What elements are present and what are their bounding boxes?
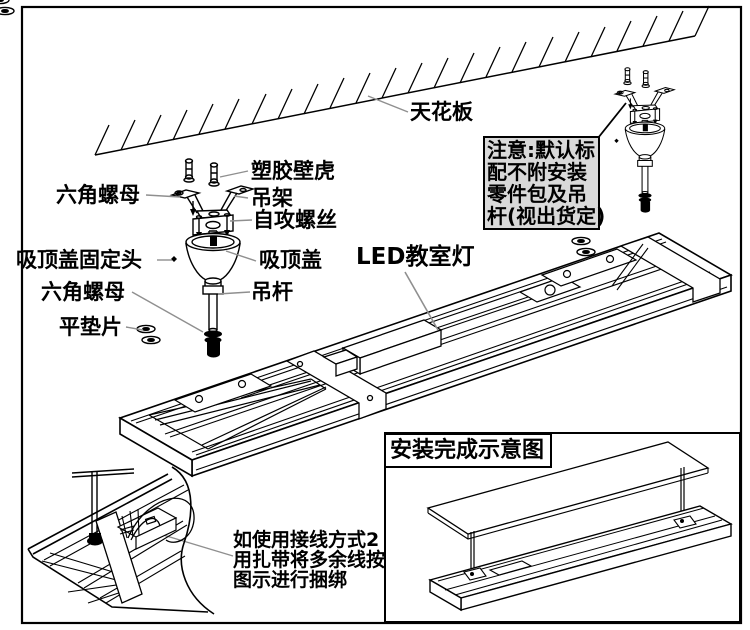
label-ceiling: 天花板	[410, 100, 473, 124]
label-hex-nut-bottom: 六角螺母	[41, 280, 125, 304]
completed-installation-title: 安装完成示意图	[384, 433, 552, 468]
leader-lines	[125, 95, 627, 557]
left-strap	[285, 350, 387, 420]
wiring-instruction: 如使用接线方式2 用扎带将多余线按 图示进行捆绑	[233, 530, 385, 590]
detail-wires	[119, 497, 195, 543]
suspension-assembly-right	[613, 67, 675, 214]
label-ceiling-cover: 吸顶盖	[259, 248, 322, 272]
right-strap	[611, 236, 721, 303]
flat-washers-right	[571, 236, 596, 257]
label-hanging-rod: 吊杆	[251, 280, 293, 304]
detail-strap	[95, 511, 143, 604]
ceiling-cover-dome	[185, 230, 241, 281]
label-hex-nut-top: 六角螺母	[56, 183, 140, 207]
note-line: 零件包及吊	[487, 182, 587, 206]
note-line: 注意:默认标	[487, 138, 595, 162]
label-hanger-bracket: 吊架	[251, 186, 293, 210]
hanging-rod	[208, 294, 218, 333]
outer-border	[20, 5, 743, 625]
left-mount-plate	[173, 373, 273, 413]
right-mount-plate	[540, 248, 638, 287]
note-box: 注意:默认标 配不附安装 零件包及吊 杆(视出货定)	[483, 136, 606, 230]
wiring-instruction-line: 图示进行捆绑	[233, 569, 348, 591]
label-plastic-anchor: 塑胶壁虎	[251, 159, 335, 183]
note-line: 配不附安装	[487, 160, 587, 184]
plastic-anchor-right	[208, 162, 220, 187]
wiring-instruction-line: 如使用接线方式2	[233, 529, 380, 551]
completed-rod-feet	[463, 515, 697, 581]
completed-installation-drawing	[384, 432, 741, 623]
plastic-anchor-left	[183, 158, 195, 183]
flat-washers-left	[136, 324, 161, 345]
suspension-assembly-exploded	[169, 158, 256, 358]
flat-washer-pair	[0, 0, 15, 16]
label-led-light: LED教室灯	[356, 244, 475, 270]
hex-nut-stack	[204, 330, 222, 358]
ceiling-drawing	[94, 5, 710, 156]
label-ceiling-cover-fixing-head: 吸顶盖固定头	[16, 248, 142, 272]
wiring-detail-drawing	[27, 466, 215, 615]
led-fixture-drawing	[118, 232, 733, 478]
screw-plate	[192, 213, 234, 239]
fixing-head-collar	[202, 277, 224, 295]
label-flat-washer: 平垫片	[59, 315, 122, 339]
label-self-tapping-screw: 自攻螺丝	[253, 208, 337, 232]
fixing-head-bead	[171, 256, 177, 262]
detail-funnel-bracket	[41, 552, 135, 604]
wiring-instruction-line: 用扎带将多余线按	[233, 549, 386, 571]
driver-box	[322, 319, 443, 377]
hanger-bracket	[169, 185, 256, 219]
note-line: 杆(视出货定)	[487, 204, 606, 228]
